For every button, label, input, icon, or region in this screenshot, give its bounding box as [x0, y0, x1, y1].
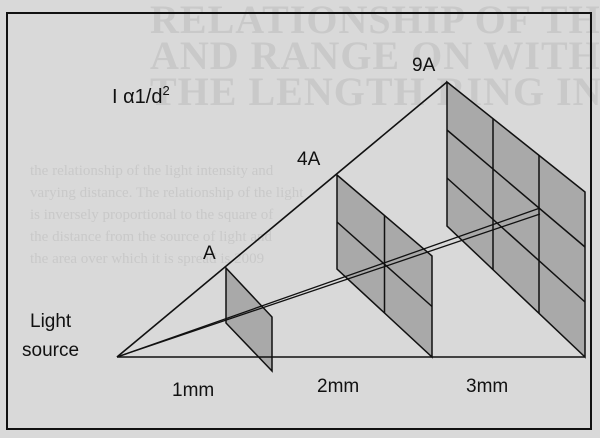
- background-body-line: varying distance. The relationship of th…: [30, 185, 304, 201]
- diagram-shapes: [116, 80, 586, 373]
- light-source-label-line1: Light: [30, 311, 72, 332]
- light-ray-top: [116, 81, 448, 358]
- light-ray-center: [116, 207, 541, 358]
- distance-label-3mm: 3mm: [466, 376, 508, 397]
- formula-label: I α1/d2: [112, 83, 170, 108]
- background-heading-line: AND RANGE ON WITH VARYING: [150, 33, 600, 78]
- grid-line-9a: [446, 129, 586, 248]
- background-heading: RELATIONSHIP OF THE LIGHT AND RANGE ON W…: [150, 0, 600, 114]
- light-source-label-line2: source: [22, 340, 79, 361]
- square-label-4a: 4A: [297, 149, 321, 170]
- grid-line-9a: [446, 177, 586, 303]
- background-body-line: the relationship of the light intensity …: [30, 163, 274, 179]
- background-body: the relationship of the light intensity …: [30, 160, 600, 270]
- background-heading-line: RELATIONSHIP OF THE LIGHT: [150, 0, 600, 42]
- area-square-9a: [446, 80, 586, 359]
- area-square-a: [225, 266, 273, 373]
- distance-label-1mm: 1mm: [172, 380, 214, 401]
- background-heading-line: THE LENGTH RING IN AND: [150, 69, 600, 114]
- background-body-line: the area over which it is spread is 2009: [30, 251, 265, 267]
- diagram-panel: [6, 12, 592, 430]
- square-label-a: A: [203, 243, 216, 264]
- background-body-line: is inversely proportional to the square …: [30, 207, 274, 223]
- square-label-9a: 9A: [412, 55, 436, 76]
- background-body-line: the distance from the source of light an…: [30, 229, 273, 245]
- distance-label-2mm: 2mm: [317, 376, 359, 397]
- light-ray-center: [116, 213, 541, 358]
- grid-line-4a: [336, 221, 433, 308]
